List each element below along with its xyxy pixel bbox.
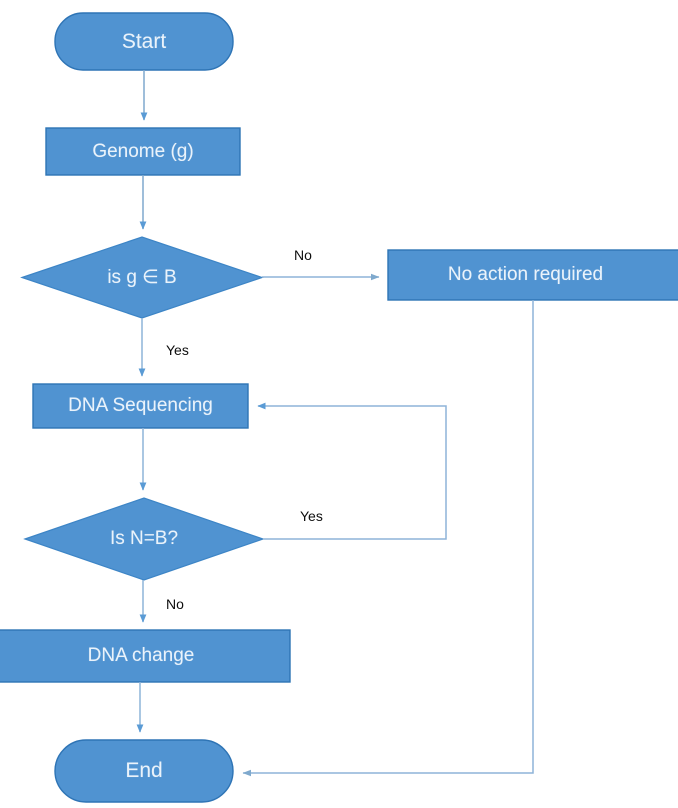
node-shape-dna-sequencing[interactable] bbox=[32, 383, 249, 429]
node-dna-change[interactable] bbox=[0, 630, 290, 682]
node-start[interactable] bbox=[55, 13, 233, 70]
node-genome[interactable] bbox=[46, 128, 240, 175]
node-is-g-in-b[interactable] bbox=[22, 237, 262, 318]
node-dna-sequencing[interactable] bbox=[33, 384, 248, 428]
node-shape-genome[interactable] bbox=[45, 127, 241, 176]
edge-connectors bbox=[136, 70, 534, 777]
node-shape-dna-change[interactable] bbox=[0, 629, 291, 683]
node-no-action-required[interactable] bbox=[388, 250, 678, 300]
node-is-n-eq-b[interactable] bbox=[25, 498, 263, 580]
edge-is-n-eq-b-loop-to-dna-sequencing bbox=[257, 402, 447, 540]
edge-no-action-to-end bbox=[242, 300, 534, 777]
node-shape-no-action-required[interactable] bbox=[387, 249, 678, 301]
node-shapes bbox=[0, 12, 678, 803]
node-end[interactable] bbox=[55, 740, 233, 802]
node-shape-end[interactable] bbox=[54, 739, 234, 803]
